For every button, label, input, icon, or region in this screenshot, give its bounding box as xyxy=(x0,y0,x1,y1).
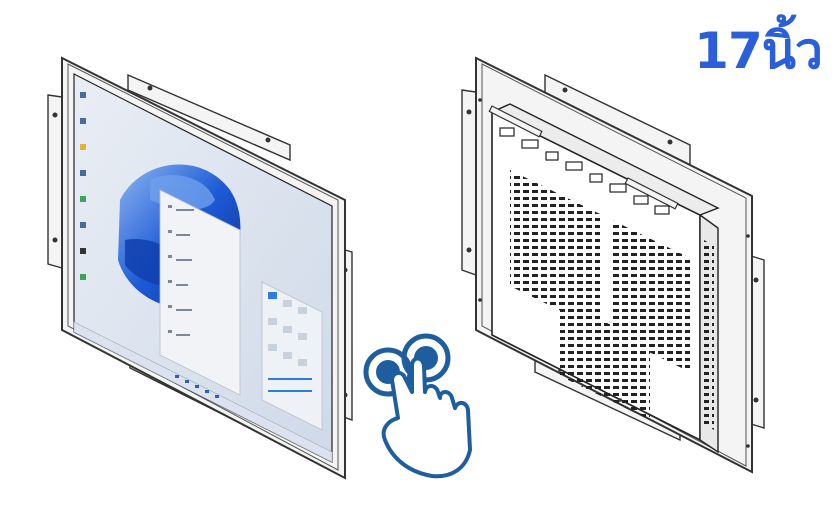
back-left-bracket xyxy=(461,89,477,276)
taskbar xyxy=(73,321,333,463)
front-top-bracket xyxy=(127,73,291,162)
io-ports xyxy=(499,127,670,215)
monitor-back-view xyxy=(461,56,765,474)
taskbar-icons xyxy=(175,375,219,398)
antenna-rods xyxy=(488,105,679,210)
screen-size-label: 17นิ้ว xyxy=(694,22,823,80)
ventilation-grille xyxy=(510,170,714,430)
two-finger-touch-icon xyxy=(363,333,472,479)
start-menu-panel xyxy=(159,189,241,396)
quick-settings-panel xyxy=(261,281,323,431)
touch-screen xyxy=(73,73,333,463)
frame-screw-holes xyxy=(478,98,750,448)
desktop-icons xyxy=(80,92,86,280)
monitor-front-view xyxy=(47,56,353,480)
front-left-bracket xyxy=(47,94,63,269)
